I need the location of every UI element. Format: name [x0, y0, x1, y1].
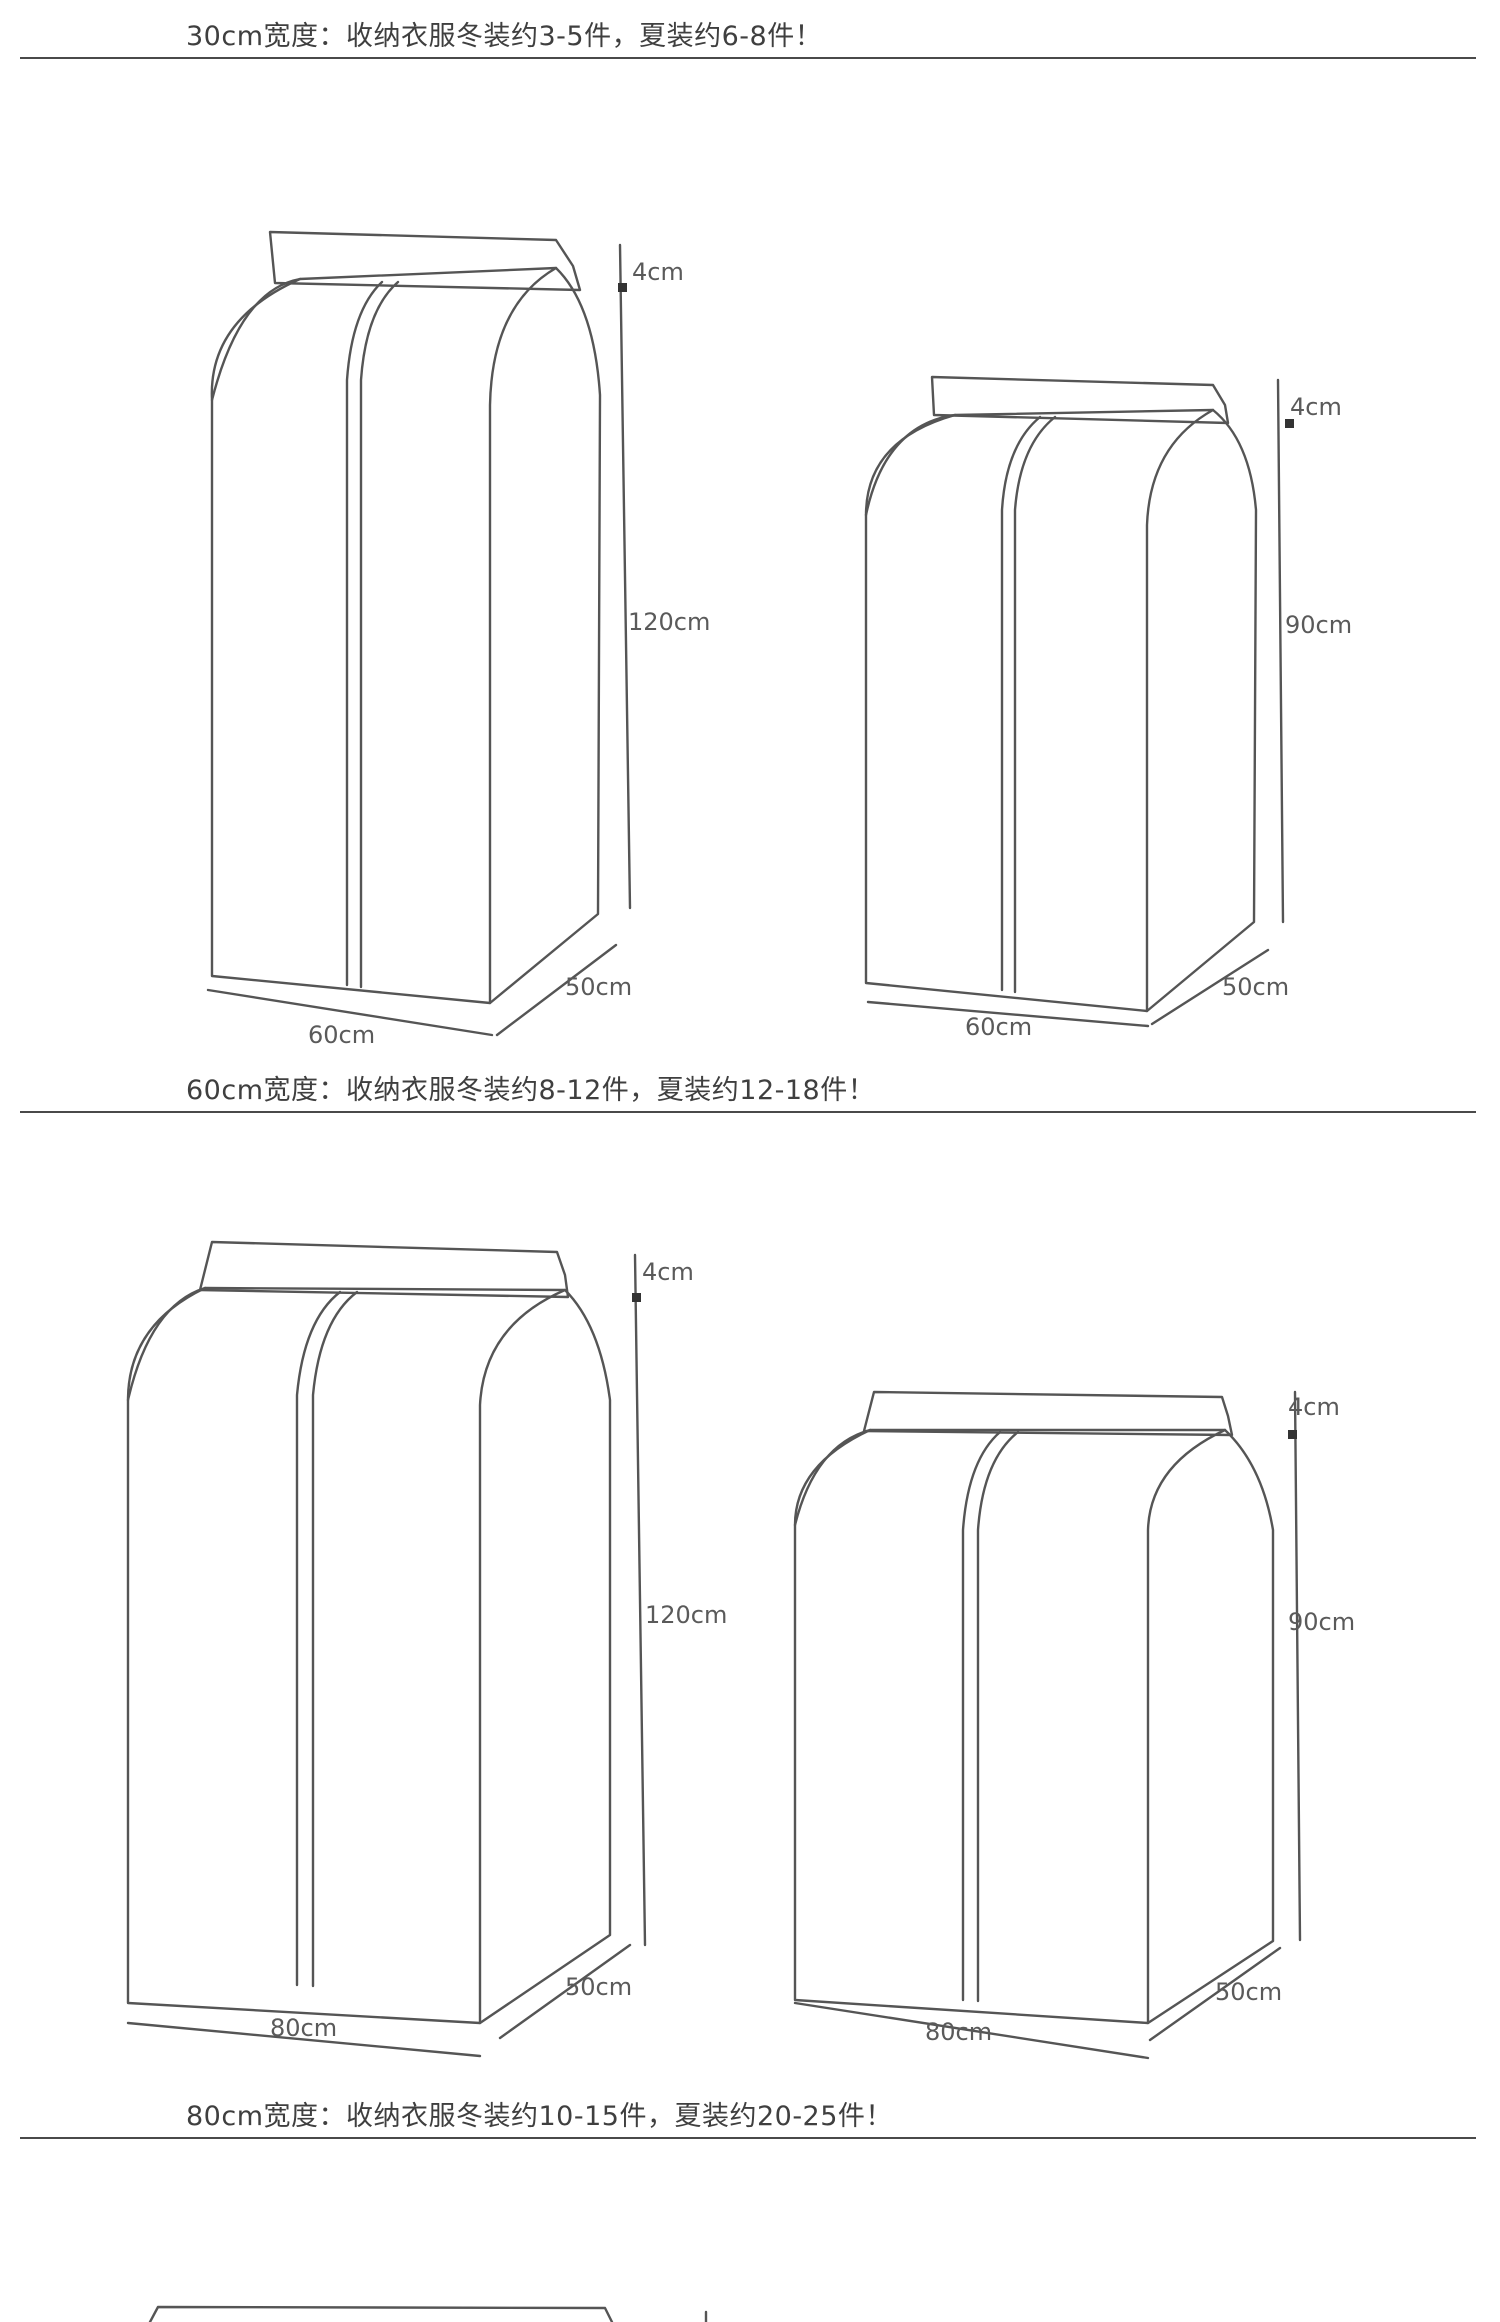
caption-60cm: 60cm宽度：收纳衣服冬装约8-12件，夏装约12-18件！	[186, 1075, 876, 1106]
dim-top-4: 4cm	[1288, 1393, 1340, 1421]
dim-height-4: 90cm	[1288, 1608, 1355, 1636]
dimension-markers	[618, 283, 1297, 1439]
dim-top-3: 4cm	[642, 1258, 694, 1286]
dim-top-2: 4cm	[1290, 393, 1342, 421]
dim-depth-1: 50cm	[565, 973, 632, 1001]
dim-depth-4: 50cm	[1215, 1978, 1282, 2006]
dimension-lines-80x90	[793, 1390, 1302, 2060]
garment-bag-60x120	[210, 230, 602, 1005]
dim-height-2: 90cm	[1285, 611, 1352, 639]
dim-width-4: 80cm	[925, 2018, 992, 2046]
divider-1	[20, 57, 1476, 59]
dim-top-1: 4cm	[632, 258, 684, 286]
garment-bag-80x120	[126, 1240, 612, 2025]
dim-depth-3: 50cm	[565, 1973, 632, 2001]
caption-30cm: 30cm宽度：收纳衣服冬装约3-5件，夏装约6-8件！	[186, 21, 823, 52]
dim-width-1: 60cm	[308, 1021, 375, 1049]
dimension-lines-60x90	[866, 378, 1285, 1028]
divider-3	[20, 2137, 1476, 2139]
garment-bag-80x90	[793, 1390, 1275, 2025]
divider-2	[20, 1111, 1476, 1113]
caption-80cm: 80cm宽度：收纳衣服冬装约10-15件，夏装约20-25件！	[186, 2101, 893, 2132]
dim-height-1: 120cm	[628, 608, 710, 636]
garment-bag-partial	[148, 2305, 708, 2322]
dim-depth-2: 50cm	[1222, 973, 1289, 1001]
dimension-lines-80x120	[126, 1253, 647, 2058]
garment-bag-60x90	[864, 375, 1258, 1013]
dimension-lines-60x120	[206, 243, 632, 1037]
dim-height-3: 120cm	[645, 1601, 727, 1629]
dim-width-2: 60cm	[965, 1013, 1032, 1041]
dim-width-3: 80cm	[270, 2014, 337, 2042]
